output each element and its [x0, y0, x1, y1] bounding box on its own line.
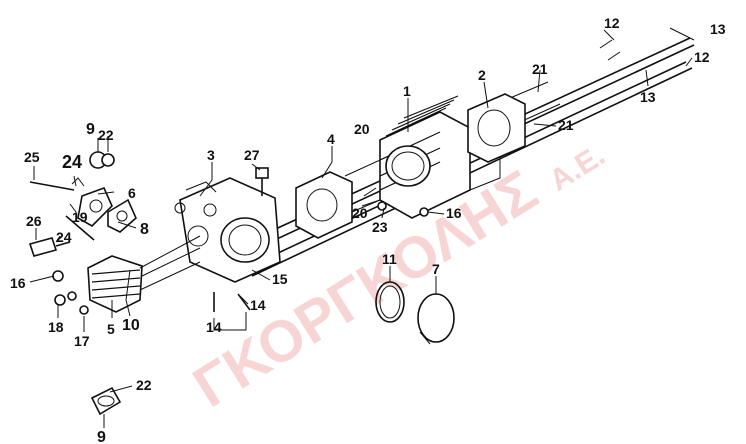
callout-10: 10	[122, 317, 140, 334]
callout-17: 17	[74, 333, 90, 349]
callout-14-left: 14	[206, 319, 222, 335]
callout-13-bottom: 13	[640, 89, 656, 105]
spark-plug	[28, 237, 71, 257]
callout-12-top: 12	[604, 15, 620, 31]
callout-16-right: 16	[446, 205, 462, 221]
tappet-cap	[89, 151, 122, 416]
callout-3: 3	[207, 147, 215, 163]
callout-13-top: 13	[710, 21, 726, 37]
callout-21-right: 21	[558, 117, 574, 133]
callout-9-bottom: 9	[97, 429, 106, 444]
valve-cover	[87, 235, 201, 313]
callout-25: 25	[24, 149, 40, 165]
head-gasket	[295, 159, 381, 239]
callout-2: 2	[478, 67, 486, 83]
callout-20-top: 20	[354, 121, 370, 137]
callout-6: 6	[128, 185, 136, 201]
callout-20-bottom: 20	[352, 205, 368, 221]
callout-22-top: 22	[98, 127, 114, 143]
callout-11: 11	[382, 251, 397, 267]
callout-7: 7	[432, 261, 440, 277]
callout-21-top: 21	[532, 61, 548, 77]
callout-16-left: 16	[10, 275, 26, 291]
callout-26: 26	[26, 213, 42, 229]
leader-lines	[29, 27, 695, 428]
callout-12-right: 12	[694, 49, 710, 65]
callout-22-bottom: 22	[136, 377, 152, 393]
callout-15: 15	[272, 271, 288, 287]
callout-24-bottom: 24	[56, 229, 72, 245]
callout-labels: 1 2 3 4 5 6 7 8 9 9 10 11 12 12 13 13 14…	[10, 15, 726, 444]
callout-23: 23	[372, 219, 388, 235]
callout-19: 19	[72, 209, 88, 225]
callout-18: 18	[48, 319, 64, 335]
callout-5: 5	[107, 321, 115, 337]
callout-14-right: 14	[250, 297, 266, 313]
callout-9-top: 9	[86, 121, 95, 138]
callout-4: 4	[327, 131, 335, 147]
callout-27: 27	[244, 147, 260, 163]
rocker-assembly	[29, 177, 137, 241]
base-gasket	[467, 93, 526, 163]
cylinder-head	[174, 177, 281, 283]
cylinder-block	[379, 95, 501, 219]
callout-24-top: 24	[62, 152, 82, 172]
callout-8: 8	[140, 221, 149, 238]
callout-1: 1	[403, 83, 411, 99]
side-cover	[417, 293, 455, 345]
watermark-suffix: Α.Ε.	[544, 139, 611, 198]
